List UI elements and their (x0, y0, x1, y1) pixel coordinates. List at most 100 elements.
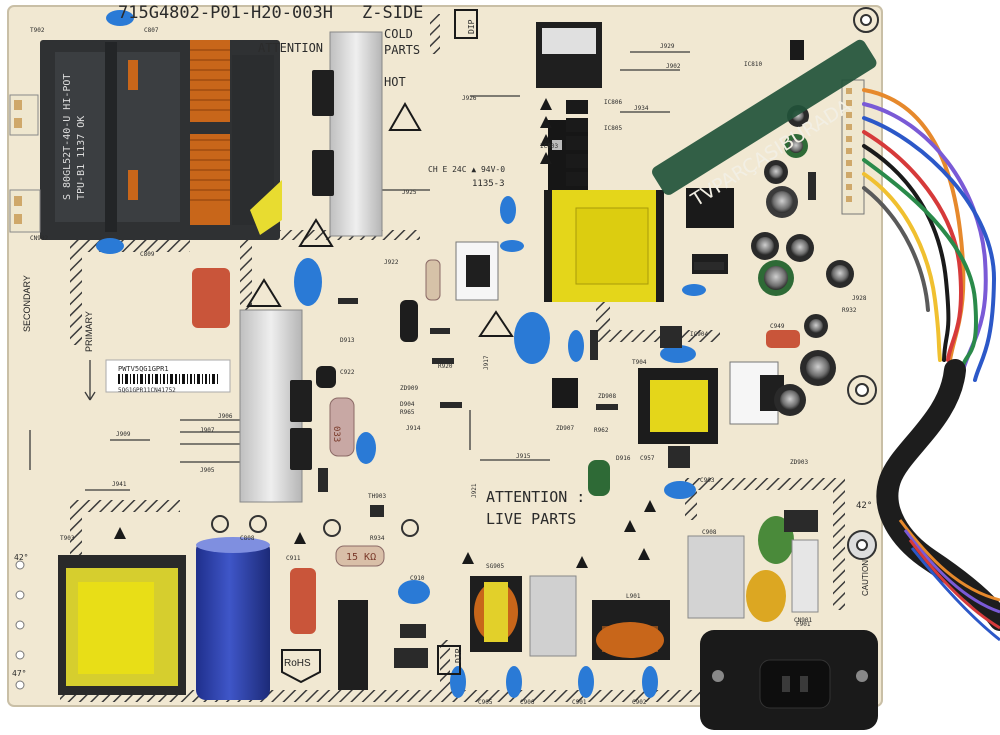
ref-t903: T903 (60, 535, 75, 542)
attention-live-line1: ATTENTION : (486, 488, 585, 506)
ref-r934: R934 (370, 535, 385, 542)
ref-r920: R920 (438, 363, 453, 370)
ref-c809: C809 (140, 251, 155, 258)
transformer-marking-2: TPU-B1 1137 OK (76, 116, 87, 200)
mounting-holes (211, 7, 879, 560)
main-transformer (40, 40, 282, 240)
ref-j921: J921 (471, 483, 478, 498)
ref-j934: J934 (634, 105, 649, 112)
ic-column (552, 40, 804, 408)
small-top-transformer (536, 22, 602, 88)
ref-c911: C911 (286, 555, 301, 562)
ref-j914: J914 (406, 425, 421, 432)
ref-ic806: IC806 (604, 99, 622, 106)
degree-42-right: 42° (856, 501, 872, 511)
left-connectors (9, 94, 41, 233)
small-diodes (318, 172, 816, 668)
barcode-text-top: PWTV5QG1GPR1 (118, 365, 169, 373)
attention-top-label: ATTENTION (258, 41, 323, 55)
ref-ic805: IC805 (604, 125, 622, 132)
ref-j926: J926 (462, 95, 477, 102)
ref-f901: F901 (796, 621, 811, 628)
ref-j915: J915 (516, 453, 531, 460)
caution-label: CAUTION (861, 560, 870, 596)
resistor-15k-marking: 15 KΩ (346, 552, 376, 563)
cable-tail-wires (898, 519, 1000, 642)
silk-lines (29, 51, 690, 491)
primary-label: PRIMARY (84, 311, 94, 352)
degree-42-left: 42° (14, 553, 28, 562)
ref-j909: J909 (116, 431, 131, 438)
bottom-left-transformer (58, 555, 186, 695)
board-part-number: 715G4802-P01-H20-003H (118, 3, 333, 23)
ref-d904: D904 (400, 401, 415, 408)
dip-markers (437, 9, 478, 675)
wire-harness (862, 88, 997, 382)
ref-j917: J917 (483, 355, 490, 370)
ref-th903: TH903 (368, 493, 386, 500)
secondary-label: SECONDARY (22, 275, 32, 332)
ref-j906: J906 (218, 413, 233, 420)
ref-l901: L901 (626, 593, 641, 600)
y-capacitors (96, 10, 706, 698)
ref-c906: C906 (520, 699, 535, 706)
ref-c905: C905 (478, 699, 493, 706)
ref-zd909: ZD909 (400, 385, 418, 392)
date-code: 1135-3 (472, 179, 505, 189)
ref-j925: J925 (402, 189, 417, 196)
barcode-text-bottom: 5QG1GPR11CN41752 (118, 387, 176, 394)
ref-c922: C922 (340, 369, 355, 376)
cold-label: COLD (384, 27, 413, 41)
hot-label: HOT (384, 75, 406, 89)
parts-top-label: PARTS (384, 43, 420, 57)
ref-d913: D913 (340, 337, 355, 344)
box-components (529, 510, 819, 657)
ref-c808: C808 (240, 535, 255, 542)
ref-j922: J922 (384, 259, 399, 266)
attention-live-line2: LIVE PARTS (486, 510, 576, 528)
line-filter-chokes (470, 576, 670, 660)
transformer-marking: S 80GL52T-40-U HI-POT (62, 74, 73, 200)
barcode-sticker (105, 359, 231, 393)
ref-j902: J902 (666, 63, 681, 70)
ref-c903: C903 (700, 477, 715, 484)
warning-triangles (114, 98, 656, 568)
ref-t904: T904 (632, 359, 647, 366)
ref-cn902: CN902 (30, 235, 48, 242)
electrolytic-capacitors (196, 105, 854, 700)
ref-j928: J928 (852, 295, 867, 302)
watermark-band (652, 39, 877, 195)
ref-d916: D916 (616, 455, 631, 462)
ul-marking: CH E 24C ▲ 94V-0 (428, 165, 505, 174)
board-side: Z-SIDE (362, 3, 423, 23)
rohs-label: RoHS (284, 658, 311, 669)
ref-j929: J929 (660, 43, 675, 50)
dip-label-top: DIP (467, 19, 476, 34)
ref-c949: C949 (770, 323, 785, 330)
ref-cn901: CN901 (794, 617, 812, 624)
ref-c901: C901 (572, 699, 587, 706)
ref-ic803: IC803 (540, 143, 558, 150)
ref-j905: J905 (200, 467, 215, 474)
ref-t902: T902 (30, 27, 45, 34)
ref-c957: C957 (640, 455, 655, 462)
degree-47: 47° (12, 669, 26, 678)
ref-zd903: ZD903 (790, 459, 808, 466)
ref-c910: C910 (410, 575, 425, 582)
ref-zd907: ZD907 (556, 425, 574, 432)
ref-j907: J907 (200, 427, 215, 434)
standby-transformer (638, 368, 718, 444)
ac-inlet (700, 630, 878, 730)
edge-holes (15, 560, 25, 690)
ref-c908: C908 (702, 529, 717, 536)
resistor-033-marking: 033 (331, 426, 341, 442)
ref-r962: R962 (594, 427, 609, 434)
ref-r965: R965 (400, 409, 415, 416)
ref-ic810: IC810 (744, 61, 762, 68)
ref-zd908: ZD908 (598, 393, 616, 400)
ref-sg905: SG905 (486, 563, 504, 570)
rohs-badge (281, 649, 321, 684)
ref-c902: C902 (632, 699, 647, 706)
